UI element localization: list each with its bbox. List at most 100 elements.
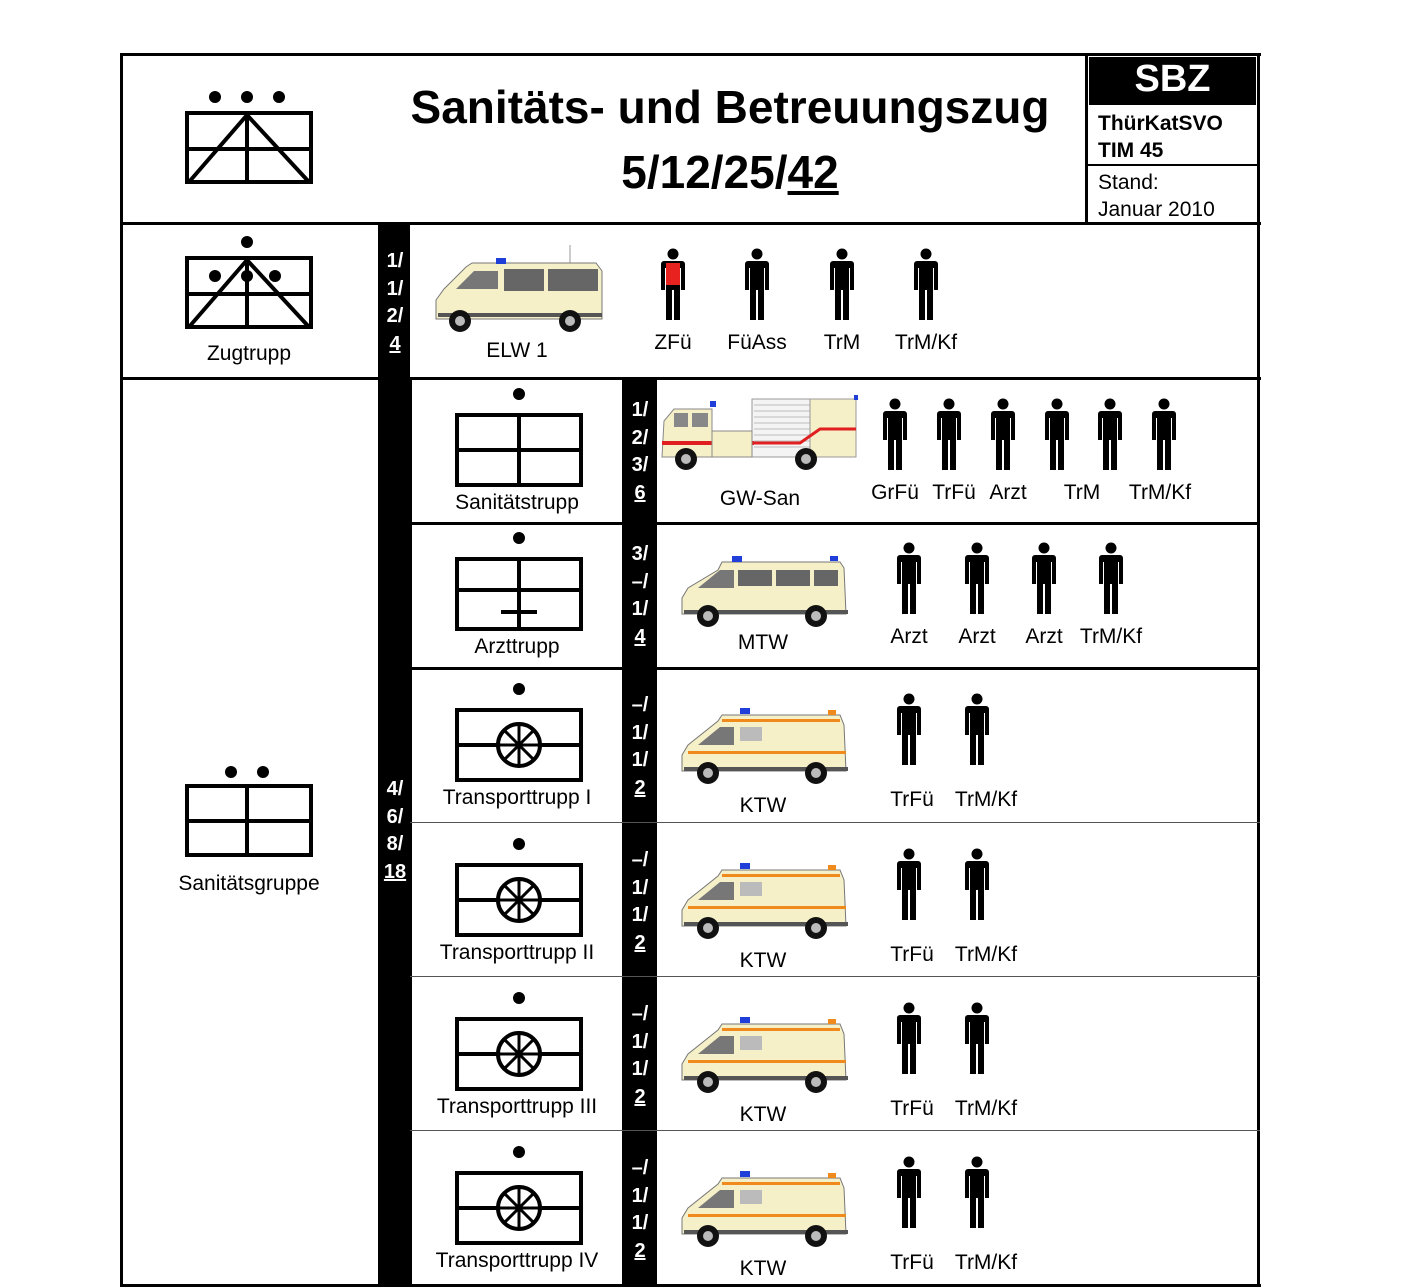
- frame-left: [120, 53, 123, 1287]
- person-icon: [988, 398, 1018, 479]
- strength-value: –/: [631, 694, 649, 716]
- person-role-label: TrM/Kf: [954, 788, 1018, 811]
- ktw-vehicle-icon: [678, 860, 853, 950]
- unit-label: Transporttrupp III: [436, 1095, 598, 1118]
- zugtrupp-divider: [120, 377, 1261, 380]
- person-icon: [911, 248, 941, 329]
- frame-bottom: [120, 1284, 1261, 1287]
- strength-value: 2: [634, 1239, 646, 1262]
- person-role-label: TrFü: [890, 788, 934, 811]
- strength-value: –/: [631, 1157, 649, 1179]
- header-divider: [120, 222, 1261, 225]
- trupp-strength: –/ 1/1/2: [625, 692, 655, 802]
- strength-value: 1/: [631, 1184, 649, 1207]
- strength-value: 1/: [631, 749, 649, 771]
- unit-label: Transporttrupp IV: [435, 1249, 599, 1272]
- medical-unit-symbol-icon: [455, 387, 583, 494]
- ktw-vehicle-icon: [678, 1014, 853, 1104]
- strength-value: 18: [383, 860, 407, 883]
- person-role-label: GrFü: [871, 481, 919, 504]
- person-icon: [894, 848, 924, 929]
- ktw-vehicle-icon: [678, 705, 853, 795]
- total-strength: 5/12/25/42: [390, 145, 1070, 199]
- person-role-label: TrM/Kf: [954, 1097, 1018, 1120]
- unit-label: Sanitätstrupp: [455, 491, 579, 514]
- person-role-label: TrM/Kf: [954, 943, 1018, 966]
- transport-unit-symbol-icon: [455, 837, 583, 944]
- person-icon: [934, 398, 964, 479]
- person-icon: [880, 398, 910, 479]
- stand-date: Januar 2010: [1098, 198, 1215, 221]
- strength-value: –/: [631, 849, 649, 871]
- person-icon: [962, 693, 992, 774]
- gruppe-strength-strip: [378, 379, 410, 1287]
- strength-value: 6/: [386, 805, 404, 828]
- transport-unit-symbol-icon: [455, 1145, 583, 1252]
- vehicle-label: KTW: [739, 1103, 787, 1126]
- trupp-strength: 3/ –/ 1/4: [625, 541, 655, 651]
- person-icon: [1096, 542, 1126, 623]
- strength-value: 3/: [631, 543, 649, 565]
- person-icon: [658, 248, 688, 329]
- person-role-label: TrM: [823, 331, 861, 354]
- strength-value: 4/: [386, 778, 404, 800]
- unit-column-left: [409, 379, 412, 1287]
- vehicle-label: KTW: [739, 949, 787, 972]
- transport-unit-symbol-icon: [455, 682, 583, 789]
- badge-box-left: [1085, 53, 1088, 223]
- row-divider: [410, 1130, 1260, 1131]
- strength-value: 6: [634, 481, 646, 504]
- strength-value: –/: [631, 1003, 649, 1025]
- gw-vehicle-icon: [660, 391, 865, 481]
- person-icon: [742, 248, 772, 329]
- mtw-vehicle-icon: [678, 548, 853, 638]
- strength-value: 1/: [386, 277, 404, 300]
- person-icon: [894, 693, 924, 774]
- vehicle-label: MTW: [737, 631, 789, 654]
- person-role-label: ZFü: [654, 331, 692, 354]
- unit-label: Arzttrupp: [474, 635, 560, 658]
- strength-prefix: 5/12/25/: [621, 146, 788, 198]
- doctor-unit-symbol-icon: [455, 531, 583, 638]
- trupp-strength: –/1/1/2: [625, 1001, 655, 1111]
- strength-value: 2/: [631, 426, 649, 449]
- strength-value: 1/: [631, 721, 649, 744]
- person-role-label: TrM: [1063, 481, 1101, 504]
- person-icon: [894, 1002, 924, 1083]
- person-role-label: TrM/Kf: [894, 331, 958, 354]
- strength-value: 4: [634, 625, 646, 648]
- zug-symbol-icon: [185, 91, 313, 184]
- person-icon: [1029, 542, 1059, 623]
- strength-value: –/: [631, 570, 649, 593]
- badge-band: [1089, 57, 1256, 105]
- person-icon: [1042, 398, 1072, 479]
- strength-value: 1/: [631, 598, 649, 620]
- unit-label: Transporttrupp I: [442, 786, 592, 809]
- person-icon: [1149, 398, 1179, 479]
- zugtrupp-strength: 1/ 1/ 2/ 4: [380, 248, 410, 358]
- person-role-label: FüAss: [727, 331, 787, 354]
- person-icon: [962, 848, 992, 929]
- person-icon: [962, 1156, 992, 1237]
- row-divider: [410, 522, 1260, 525]
- row-divider: [410, 976, 1260, 977]
- strength-value: 2: [634, 776, 646, 799]
- person-icon: [827, 248, 857, 329]
- strength-value: 1/: [631, 1030, 649, 1053]
- regulation-line2: TIM 45: [1098, 139, 1164, 162]
- person-role-label: TrFü: [890, 1251, 934, 1274]
- strength-value: 2: [634, 931, 646, 954]
- person-role-label: TrM/Kf: [1128, 481, 1192, 504]
- page-title: Sanitäts- und Betreuungszug: [410, 81, 1050, 133]
- person-role-label: Arzt: [1025, 625, 1063, 648]
- strength-value: 3/: [631, 454, 649, 476]
- unit-label: Transporttrupp II: [439, 941, 595, 964]
- strength-value: 1/: [631, 876, 649, 899]
- strength-value: 1/: [631, 1212, 649, 1234]
- strength-value: 4: [389, 332, 401, 355]
- person-role-label: Arzt: [958, 625, 996, 648]
- strength-value: 2: [634, 1085, 646, 1108]
- person-icon: [894, 1156, 924, 1237]
- trupp-strength: 1/2/3/6: [625, 397, 655, 507]
- badge-sbz: SBZ: [1134, 58, 1211, 100]
